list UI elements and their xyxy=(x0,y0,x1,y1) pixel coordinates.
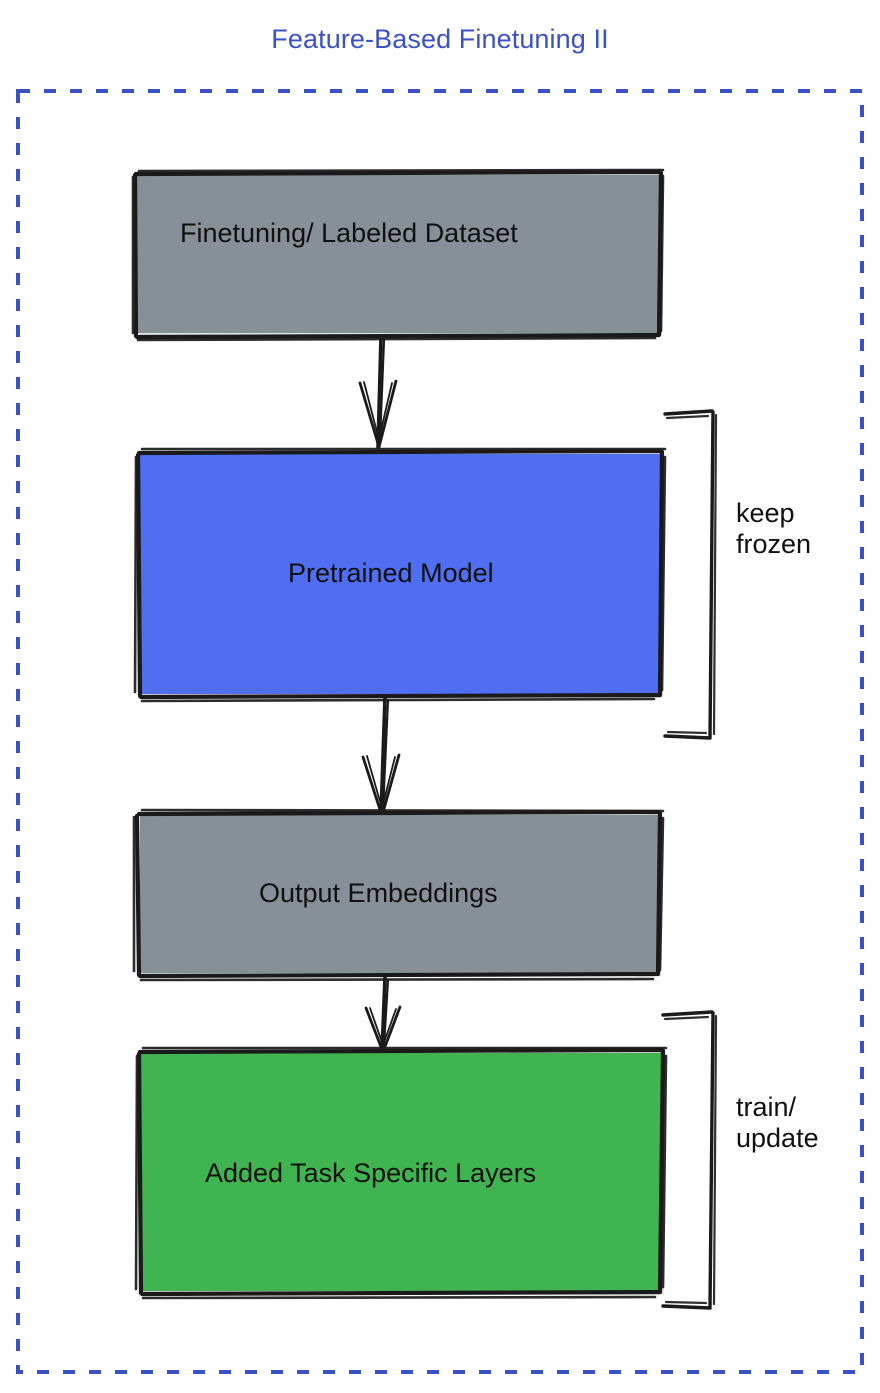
node-dataset-label: Finetuning/ Labeled Dataset xyxy=(180,218,518,248)
node-embeddings-label: Output Embeddings xyxy=(259,878,498,908)
node-pretrained-fill xyxy=(140,454,660,694)
node-tasklayers-label: Added Task Specific Layers xyxy=(205,1158,537,1188)
page-title: Feature-Based Finetuning II xyxy=(271,24,609,54)
node-embeddings[interactable] xyxy=(132,808,665,982)
edge-dataset-to-pretrained xyxy=(358,335,398,449)
node-embeddings-outline xyxy=(134,809,663,979)
node-embeddings-outline-sketch xyxy=(132,808,665,982)
node-dataset-fill xyxy=(137,175,659,333)
node-embeddings-fill xyxy=(140,815,658,973)
edge-pretrained-to-embeddings xyxy=(361,695,401,818)
node-tasklayers-outline xyxy=(136,1047,666,1297)
node-pretrained-outline xyxy=(135,448,665,700)
dashed-outer-frame xyxy=(16,89,864,1374)
node-dataset-outline-sketch xyxy=(131,168,665,342)
node-tasklayers-outline-sketch xyxy=(134,1046,668,1300)
edge-embeddings-to-tasklayers xyxy=(364,975,402,1054)
node-tasklayers-fill xyxy=(141,1053,661,1291)
bracket-keep-frozen xyxy=(663,409,718,740)
node-dataset-outline xyxy=(132,169,664,340)
annotation-train-update-label: train/ update xyxy=(736,1092,819,1154)
node-tasklayers[interactable] xyxy=(134,1046,668,1300)
node-pretrained-label: Pretrained Model xyxy=(288,558,494,588)
node-pretrained-outline-sketch xyxy=(133,447,667,703)
bracket-train-update xyxy=(661,1010,718,1310)
node-dataset[interactable] xyxy=(131,168,665,342)
annotation-keep-frozen-label: keep frozen xyxy=(736,498,812,560)
node-pretrained[interactable] xyxy=(133,447,667,703)
